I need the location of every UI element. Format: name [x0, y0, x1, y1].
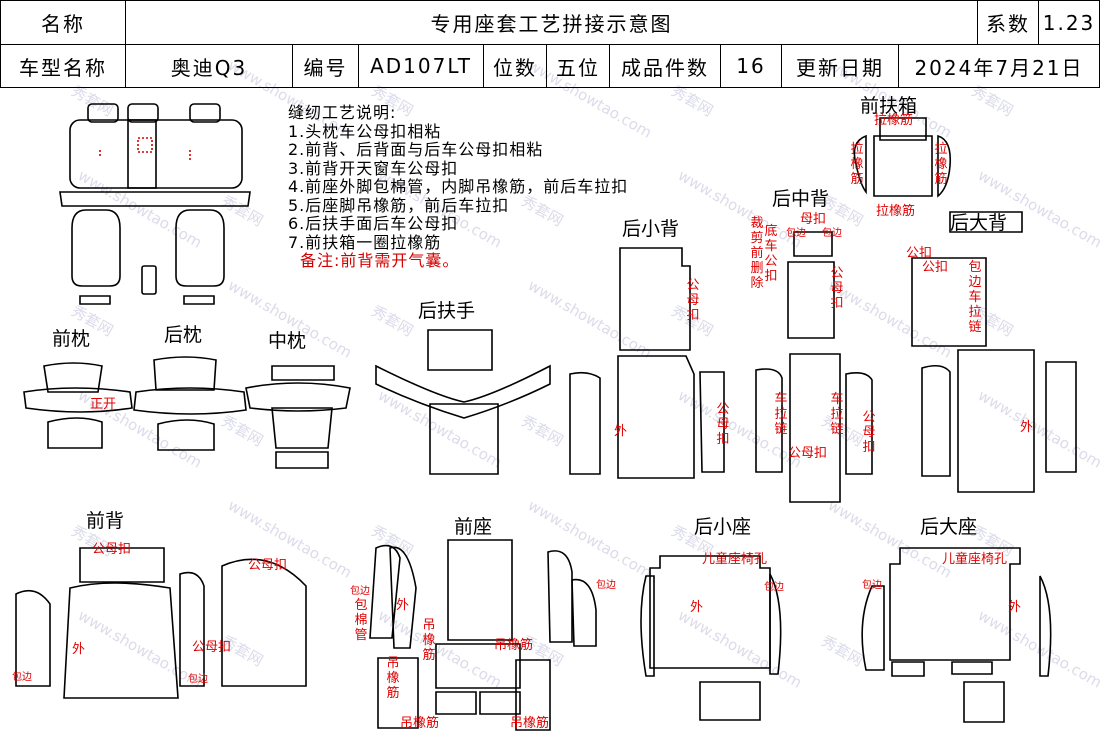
- model-value: 奥迪Q3: [125, 44, 293, 88]
- front-seat-drawing: [369, 539, 597, 731]
- annot-outer: 外: [690, 600, 704, 615]
- model-label: 车型名称: [0, 44, 126, 88]
- rear-small-back-drawing: [569, 247, 725, 479]
- pieces-label: 成品件数: [609, 44, 721, 88]
- annot-edge: 包边: [188, 674, 208, 685]
- rear-mid-back-drawing: [755, 231, 873, 503]
- annot-edge-zip: 包边车拉链: [968, 260, 982, 335]
- rear-armrest-drawing: [375, 329, 551, 475]
- annot-snap-v: 公母扣: [862, 410, 876, 455]
- annot-zip: 车拉链: [830, 392, 844, 437]
- annot-zip: 车拉链: [774, 392, 788, 437]
- annot-cut: 裁剪前删除: [750, 216, 764, 291]
- sewing-notes: 缝纫工艺说明: 1.头枕车公母扣相粘 2.前背、后背面与后车公母扣相粘 3.前背…: [288, 103, 629, 271]
- rear-big-back-drawing: [911, 211, 1077, 493]
- part-label-front-back: 前背: [86, 510, 125, 532]
- part-label-rear-pillow: 后枕: [164, 324, 203, 346]
- annot-snap-v: 公母扣: [686, 278, 700, 323]
- mid-pillow-drawing: [245, 365, 351, 469]
- annot-elastic-v: 拉橡筋: [934, 142, 948, 187]
- annot-elastic-v: 拉橡筋: [850, 142, 864, 187]
- note-item: 4.前座外脚包棉管，内脚吊橡筋，前后车拉扣: [288, 177, 629, 196]
- note-item: 7.前扶箱一圈拉橡筋: [288, 232, 442, 252]
- annot-snap-a: 公扣: [922, 260, 949, 275]
- seat-label: 位数: [483, 44, 547, 88]
- annot-hang-v: 吊橡筋: [386, 656, 400, 701]
- part-label-rear-big-seat: 后大座: [920, 516, 978, 538]
- annot-hang: 吊橡筋: [510, 716, 550, 731]
- annot-cotton: 包棉管: [354, 598, 368, 643]
- annot-edge: 包边: [822, 228, 842, 239]
- annot-outer: 外: [1008, 600, 1022, 615]
- front-back-drawing: [15, 547, 307, 699]
- notes-title: 缝纫工艺说明:: [288, 103, 397, 122]
- part-label-rear-armrest: 后扶手: [418, 300, 476, 322]
- annot-bottom-snap: 底车公扣: [764, 224, 778, 284]
- note-item: 3.前背开天窗车公母扣: [288, 158, 459, 178]
- annot-edge: 包边: [596, 580, 616, 591]
- annot-hang: 吊橡筋: [494, 638, 534, 653]
- header-table: 名称 专用座套工艺拼接示意图 系数 1.23 车型名称 奥迪Q3 编号 AD10…: [0, 0, 1100, 88]
- annot-edge: 包边: [12, 672, 32, 683]
- annot-hang-v: 吊橡筋: [422, 618, 436, 663]
- part-label-front-pillow: 前枕: [52, 328, 91, 350]
- rear-small-seat-drawing: [640, 555, 782, 721]
- annot-child-hole: 儿童座椅孔: [942, 552, 1008, 567]
- part-label-front-seat: 前座: [454, 516, 493, 538]
- part-label-rear-small-back: 后小背: [622, 218, 680, 240]
- annot-outer: 外: [1020, 420, 1034, 435]
- annot-outer: 外: [614, 424, 628, 439]
- notes-remark: 备注:前背需开气囊。: [300, 251, 460, 270]
- annot-snap-v: 公母扣: [830, 266, 844, 311]
- annot-open: 正开: [90, 397, 117, 412]
- annot-edge: 包边: [764, 582, 784, 593]
- annot-master: 母扣: [800, 212, 827, 227]
- part-label-rear-small-seat: 后小座: [694, 516, 752, 538]
- part-label-rear-big-back: 后大背: [950, 212, 1008, 234]
- annot-snap: 公母扣: [248, 558, 288, 573]
- update-value: 2024年7月21日: [898, 44, 1100, 88]
- note-item: 6.后扶手面后车公母扣: [288, 214, 459, 233]
- part-label-mid-pillow: 中枕: [268, 330, 307, 352]
- annot-edge: 包边: [786, 228, 806, 239]
- annot-snap: 公母扣: [92, 542, 132, 557]
- rear-pillow-drawing: [133, 356, 247, 451]
- note-item: 5.后座脚吊橡筋，前后车拉扣: [288, 195, 510, 215]
- annot-snap: 公母扣: [788, 446, 828, 461]
- annot-child-hole: 儿童座椅孔: [702, 552, 768, 567]
- annot-outer: 外: [396, 598, 410, 613]
- annot-edge: 包边: [862, 580, 882, 591]
- annot-outer: 外: [72, 642, 86, 657]
- annot-elastic: 拉橡筋: [876, 204, 916, 219]
- code-value: AD107LT: [358, 44, 484, 88]
- annot-snap-v: 公母扣: [716, 402, 730, 447]
- coef-label: 系数: [977, 0, 1039, 45]
- annot-edge: 包边: [350, 586, 370, 597]
- front-pillow-drawing: [23, 362, 133, 449]
- annot-snap-a: 公扣: [906, 246, 933, 261]
- update-label: 更新日期: [781, 44, 899, 88]
- note-item: 1.头枕车公母扣相粘: [288, 121, 442, 141]
- seat-overview-drawing: [59, 103, 251, 305]
- annot-hang: 吊橡筋: [400, 716, 440, 731]
- part-label-front-armbox: 前扶箱: [860, 95, 918, 117]
- front-armbox-drawing: [853, 117, 952, 198]
- rear-big-seat-drawing: [861, 547, 1052, 723]
- annot-snap: 公母扣: [192, 640, 232, 655]
- part-label-rear-mid-back: 后中背: [772, 188, 830, 210]
- note-item: 2.前背、后背面与后车公母扣相粘: [288, 140, 544, 159]
- annot-elastic: 拉橡筋: [874, 113, 914, 128]
